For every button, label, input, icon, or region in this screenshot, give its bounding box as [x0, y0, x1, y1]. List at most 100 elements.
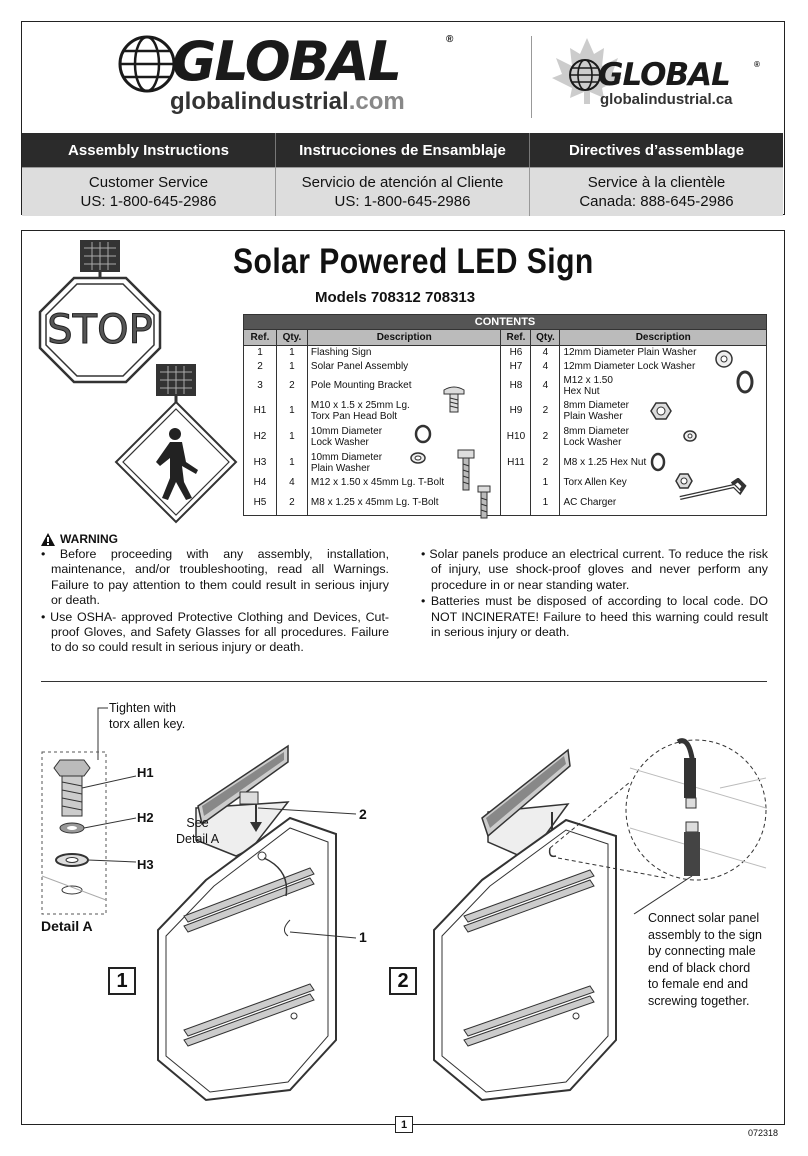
logo-left-word: GLOBAL	[172, 30, 402, 93]
t-bolt-small-icon	[477, 485, 491, 519]
logo-right: GLOBAL ® globalindustrial.ca	[542, 22, 782, 132]
section-divider	[41, 681, 767, 682]
stop-text: STOP	[47, 307, 152, 353]
band-spanish: Instrucciones de Ensamblaje	[276, 133, 530, 167]
warning-heading: WARNING	[41, 532, 118, 546]
cell-qty: 1	[275, 359, 308, 374]
cell-ref: H11	[500, 449, 532, 476]
cell-qty: 2	[275, 373, 308, 398]
logo-divider	[531, 36, 532, 118]
registered-mark-right: ®	[754, 60, 760, 69]
cell-ref: 2	[243, 359, 277, 374]
cell-ref: H5	[243, 489, 277, 516]
product-models: Models 708312 708313	[315, 289, 476, 306]
cell-qty: 1	[275, 423, 308, 450]
header-box: GLOBAL ® globalindustrial.com GLOBAL ® g…	[21, 21, 785, 216]
cell-ref: H2	[243, 423, 277, 450]
cell-description: Pole Mounting Bracket	[306, 373, 502, 398]
step-1-number: 1	[108, 967, 136, 995]
cell-description: 12mm Diameter Lock Washer	[559, 359, 767, 374]
warning-label: WARNING	[60, 532, 118, 546]
registered-mark: ®	[446, 34, 454, 45]
plain-washer-icon	[410, 452, 426, 464]
header-description: Description	[306, 329, 502, 346]
cell-description: AC Charger	[559, 489, 767, 516]
cell-ref: 3	[243, 373, 277, 398]
cell-ref: H1	[243, 397, 277, 424]
cell-qty: 1	[530, 489, 561, 516]
logo-left-sub: globalindustrial.com	[170, 88, 405, 115]
stop-sign-illustration: STOP	[38, 240, 162, 384]
cell-qty: 4	[530, 359, 561, 374]
cell-qty: 4	[530, 373, 561, 398]
hex-nut-icon	[650, 402, 672, 420]
logo-right-word: GLOBAL	[598, 57, 731, 93]
cell-qty: 4	[275, 475, 308, 490]
contents-caption: CONTENTS	[243, 314, 767, 330]
document-code: 072318	[748, 1128, 779, 1138]
cell-description: Torx Allen Key	[559, 475, 767, 490]
detail-a-label: Detail A	[41, 918, 93, 934]
cell-description: Flashing Sign	[306, 345, 502, 360]
connect-callout: Connect solar panel assembly to the sign…	[648, 911, 762, 1008]
lock-washer-icon	[414, 424, 432, 444]
maple-leaf-icon	[552, 38, 622, 104]
logo-left: GLOBAL ® globalindustrial.com	[22, 22, 531, 132]
cell-qty: 1	[275, 397, 308, 424]
warning-item: • Use OSHA- approved Protective Clothing…	[41, 609, 390, 655]
cell-ref: 1	[243, 345, 277, 360]
globe-icon	[118, 35, 176, 93]
step-2-number: 2	[389, 967, 417, 995]
t-bolt-icon	[457, 449, 475, 491]
cell-qty: 1	[530, 475, 561, 490]
cell-ref: H7	[500, 359, 532, 374]
header-qty: Qty.	[275, 329, 308, 346]
band-french: Directives d’assemblage	[568, 141, 745, 159]
cell-ref: H3	[243, 449, 277, 476]
torx-allen-key-icon	[679, 478, 747, 500]
label-h2: H2	[137, 810, 154, 825]
header-qty-right: Qty.	[530, 329, 561, 346]
globe-icon-small	[569, 59, 601, 91]
cell-ref: H4	[243, 475, 277, 490]
header-description-right: Description	[559, 329, 767, 346]
warning-item: • Solar panels produce an electrical cur…	[421, 547, 768, 592]
cell-ref: H8	[500, 373, 532, 398]
page-number: 1	[395, 1116, 413, 1133]
pedestrian-icon	[156, 428, 198, 500]
bolt-icon	[443, 386, 465, 413]
cell-qty: 2	[275, 489, 308, 516]
warning-right-column: • Solar panels produce an electrical cur…	[421, 547, 768, 641]
hex-nut-small-icon	[675, 473, 693, 489]
warning-item: • Before proceeding with any assembly, i…	[41, 547, 390, 608]
cell-qty: 4	[530, 345, 561, 360]
cell-qty: 1	[275, 345, 308, 360]
product-title: Solar Powered LED Sign	[233, 242, 594, 281]
lock-washer-large-icon	[736, 370, 754, 394]
cell-qty: 2	[530, 397, 561, 424]
contents-header-row: Ref. Qty. Description Ref. Qty. Descript…	[243, 329, 767, 346]
warning-left-column: • Before proceeding with any assembly, i…	[41, 547, 389, 657]
label-h3: H3	[137, 857, 154, 872]
warning-triangle-icon	[41, 532, 55, 546]
plain-washer-small-icon	[683, 430, 697, 442]
step2-sign-diagram	[433, 738, 767, 1102]
cell-qty: 2	[530, 449, 561, 476]
cell-ref	[500, 475, 532, 490]
band-english: Assembly Instructions	[22, 133, 276, 167]
cell-description: M10 x 1.5 x 25mm Lg.Torx Pan Head Bolt	[306, 397, 502, 424]
pedestrian-sign-illustration	[114, 364, 238, 524]
language-band: Assembly Instructions Instrucciones de E…	[22, 133, 783, 216]
